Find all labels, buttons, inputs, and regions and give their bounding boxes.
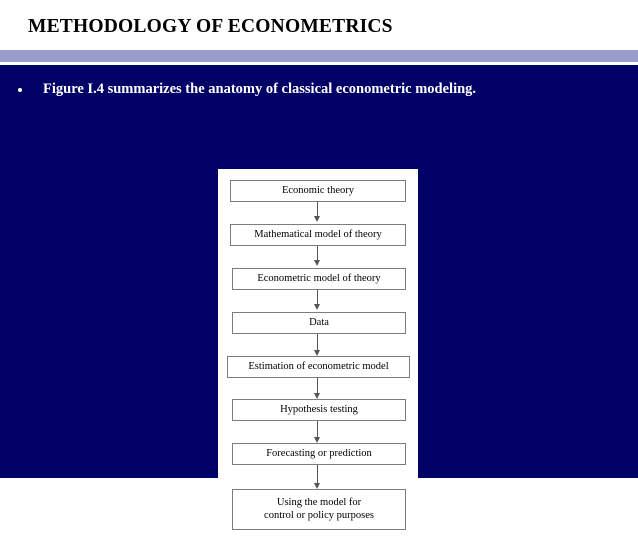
flowchart: Economic theory Mathematical model of th…: [218, 169, 418, 543]
flow-node-label: Data: [309, 316, 329, 328]
flow-node-label: Econometric model of theory: [257, 272, 381, 284]
divider-band-purple: [0, 50, 638, 62]
flow-node-label: Forecasting or prediction: [266, 447, 372, 459]
bullet-item: Figure I.4 summarizes the anatomy of cla…: [18, 80, 618, 98]
page-title: METHODOLOGY OF ECONOMETRICS: [28, 16, 393, 37]
flow-node-econometric-model: Econometric model of theory: [232, 268, 406, 290]
flow-node-economic-theory: Economic theory: [230, 180, 406, 202]
flow-node-mathematical-model: Mathematical model of theory: [230, 224, 406, 246]
flow-node-label: Mathematical model of theory: [254, 228, 382, 240]
flow-arrow-3: [312, 290, 323, 310]
bullet-text: Figure I.4 summarizes the anatomy of cla…: [43, 81, 477, 97]
flow-node-data: Data: [232, 312, 406, 334]
flow-node-using-the-model: Using the model for control or policy pu…: [232, 489, 406, 530]
flow-node-label-line1: Using the model for: [276, 497, 362, 508]
flow-node-label: Estimation of econometric model: [248, 360, 389, 372]
flow-node-label-line2: control or policy purposes: [264, 509, 374, 521]
flow-arrow-7: [312, 465, 323, 489]
flow-node-hypothesis-testing: Hypothesis testing: [232, 399, 406, 421]
slide-body: Figure I.4 summarizes the anatomy of cla…: [0, 65, 638, 543]
flow-arrow-5: [312, 378, 323, 399]
divider-band-white: [0, 62, 638, 65]
flow-node-forecasting: Forecasting or prediction: [232, 443, 406, 465]
flow-node-estimation: Estimation of econometric model: [227, 356, 410, 378]
flow-arrow-1: [312, 202, 323, 222]
bullet-dot-icon: [18, 88, 22, 92]
flow-arrow-6: [312, 421, 323, 443]
flow-node-label: Hypothesis testing: [280, 403, 358, 415]
flow-node-label: Economic theory: [281, 184, 355, 196]
title-bar: METHODOLOGY OF ECONOMETRICS: [0, 0, 638, 50]
flow-arrow-2: [312, 246, 323, 266]
flow-arrow-4: [312, 334, 323, 356]
figure-panel: Economic theory Mathematical model of th…: [218, 169, 418, 543]
